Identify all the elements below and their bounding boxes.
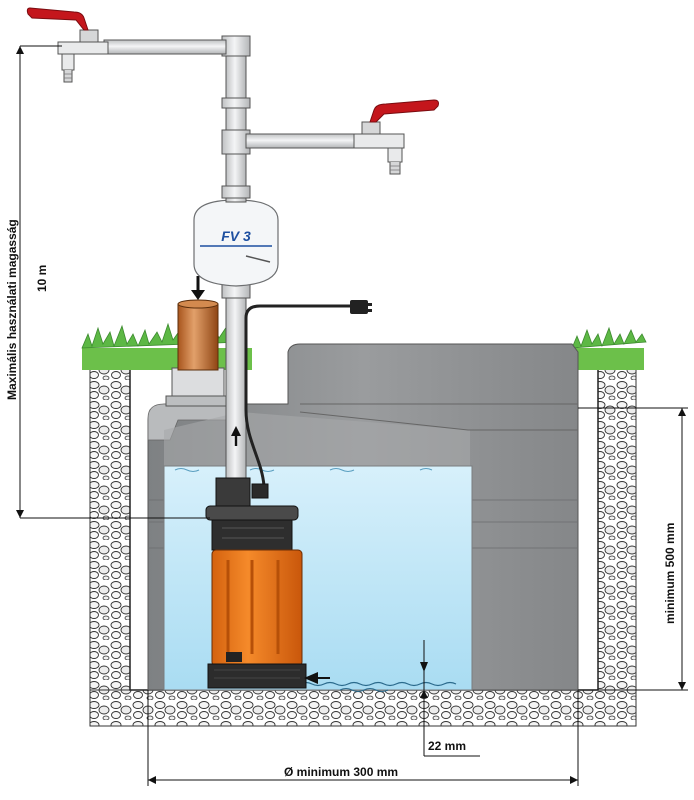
gap-label: 22 mm — [428, 739, 466, 753]
upper-branch-pipe — [103, 39, 227, 55]
upper-tap-icon — [26, 7, 109, 83]
lower-tap-icon — [353, 99, 439, 175]
down-arrow-icon — [191, 276, 205, 300]
manhole-riser — [165, 299, 231, 407]
pressure-tank: FV 3 — [193, 199, 279, 287]
grass-right — [571, 326, 647, 370]
submersible-pump — [205, 304, 352, 689]
lower-branch-pipe — [245, 133, 371, 149]
tank-label: FV 3 — [221, 228, 251, 244]
diameter-label: Ø minimum 300 mm — [284, 765, 398, 779]
diameter-dimension — [147, 690, 579, 786]
water-volume — [163, 465, 473, 692]
gap-dimension — [420, 640, 480, 757]
flow-arrow-icon — [304, 672, 330, 684]
min-depth-dimension — [578, 407, 688, 691]
height-dimension — [16, 45, 210, 519]
riser-pipe — [221, 35, 251, 203]
power-plug — [350, 300, 372, 314]
min-depth-label: minimum 500 mm — [663, 523, 677, 624]
height-value-label: 10 m — [35, 265, 49, 292]
up-arrow-icon — [231, 426, 241, 446]
max-height-label: Maximális használati magasság — [5, 219, 19, 400]
